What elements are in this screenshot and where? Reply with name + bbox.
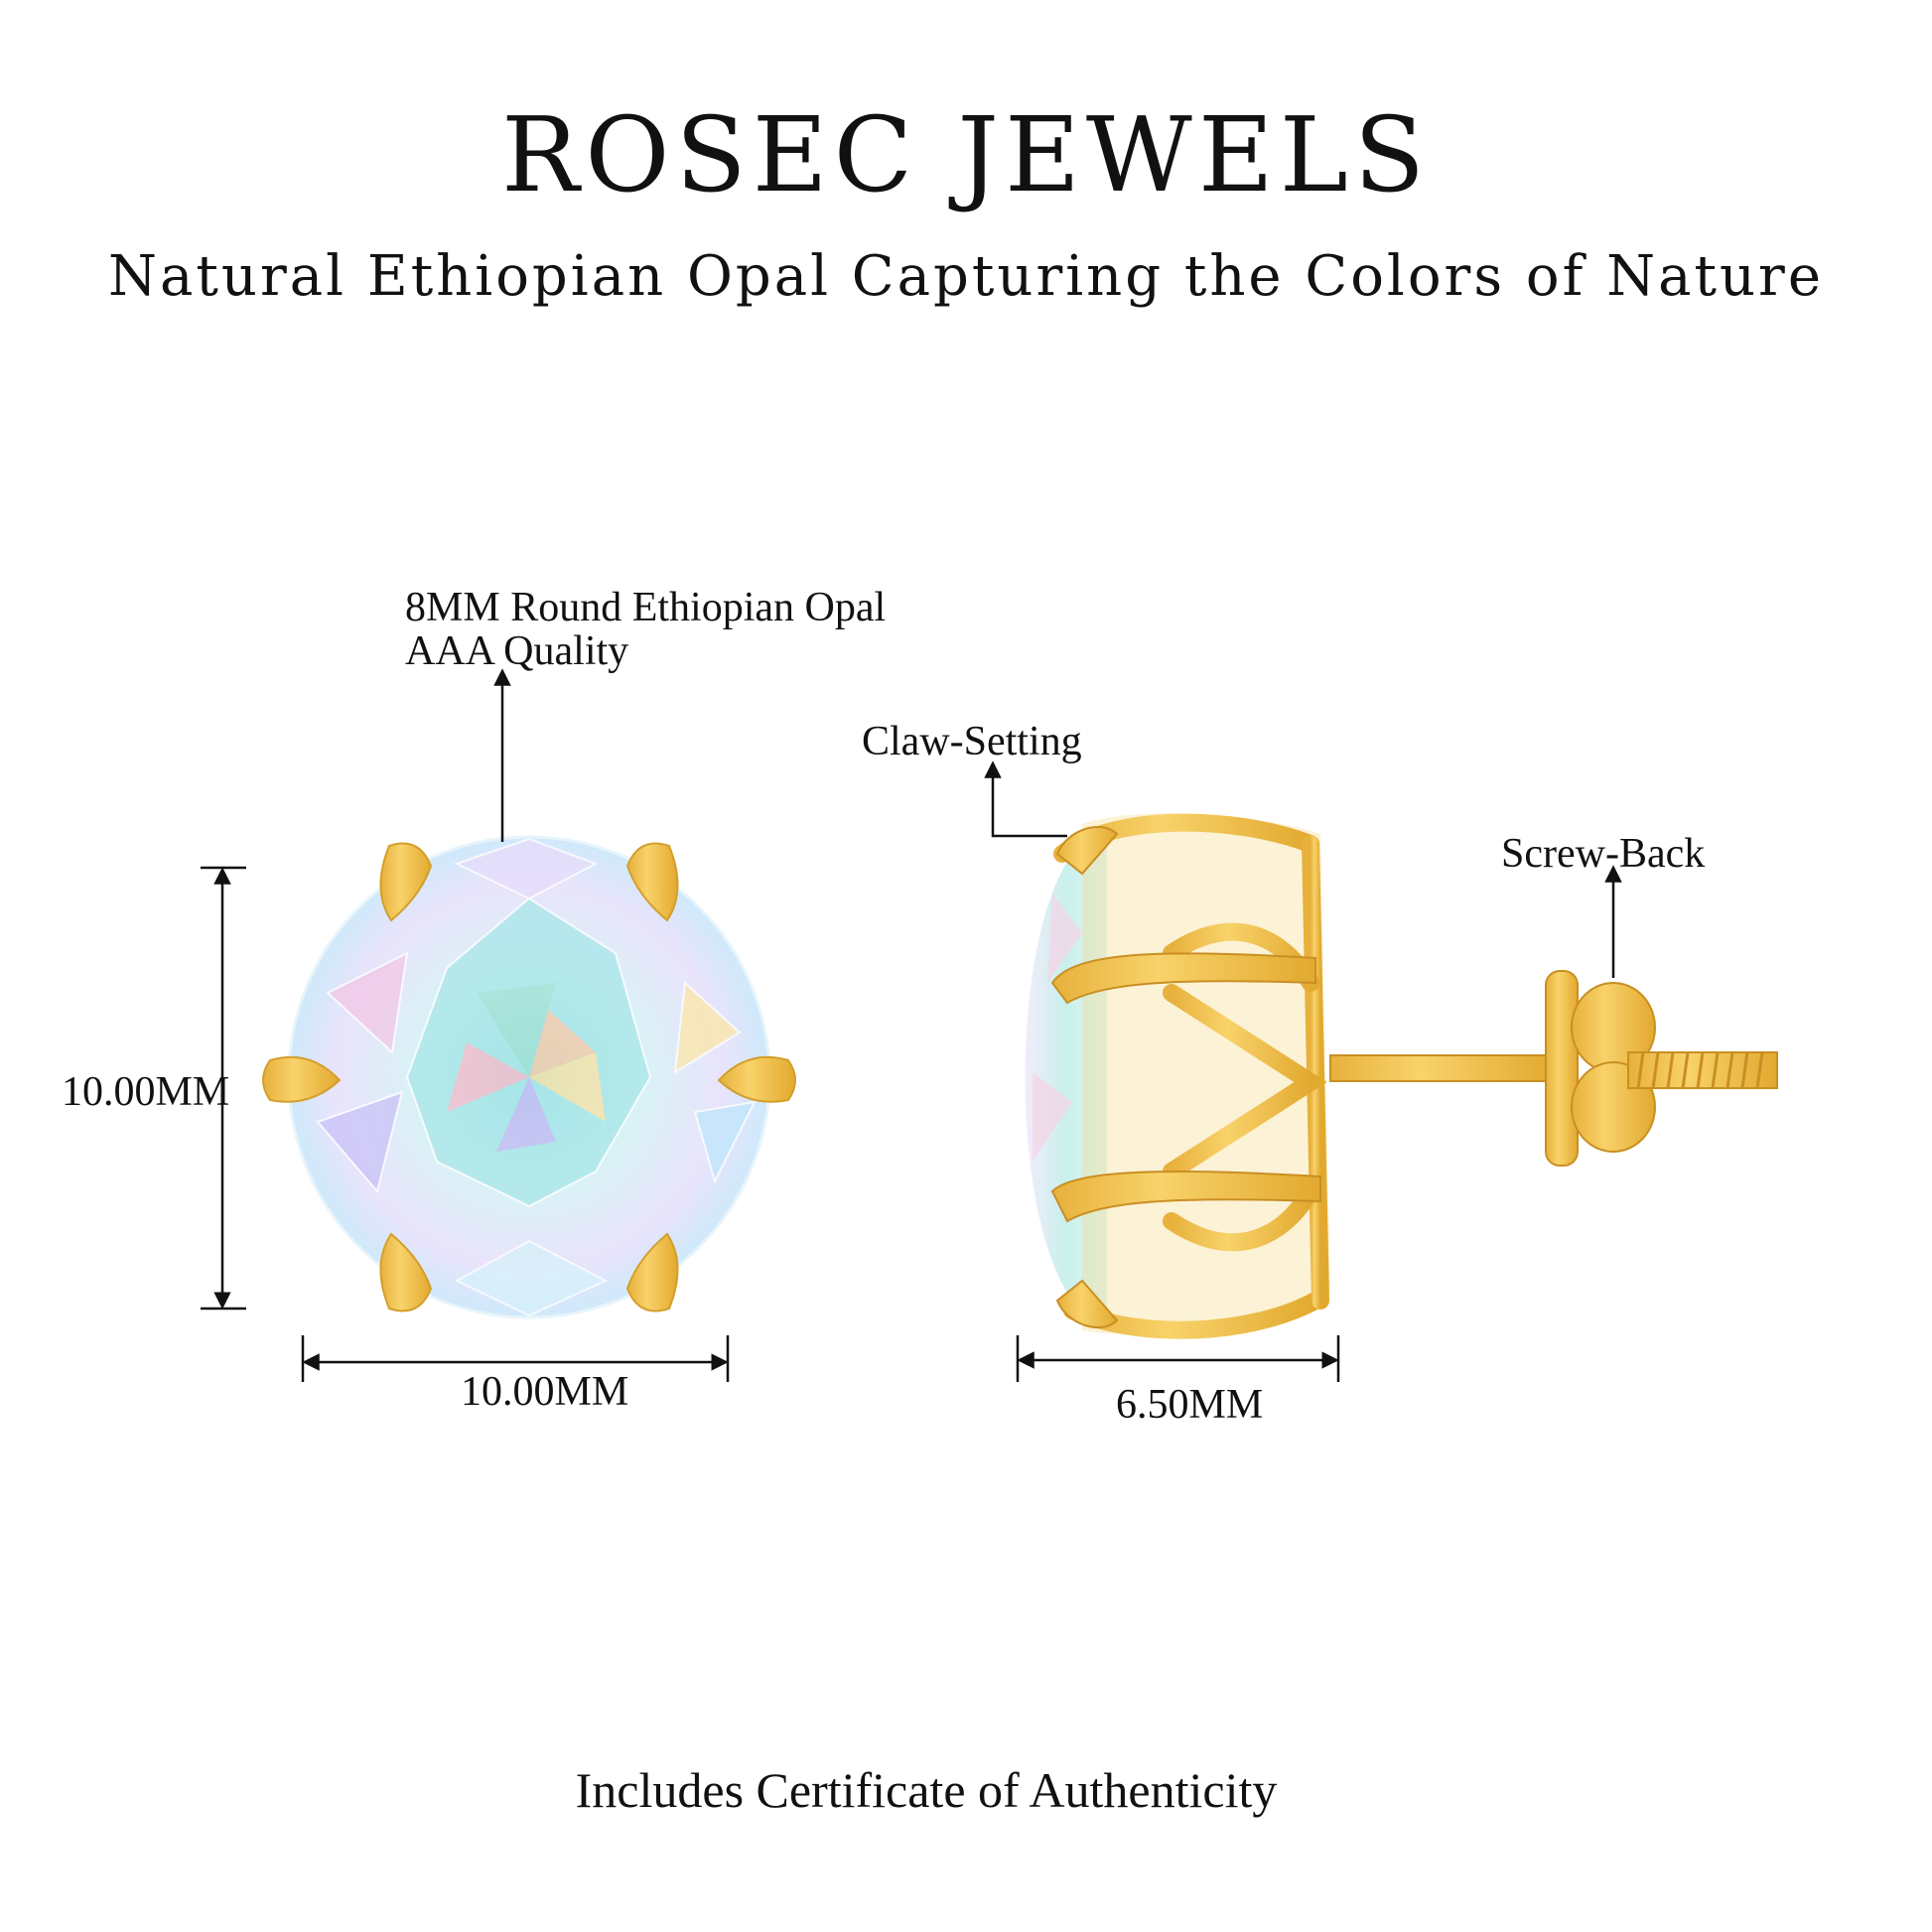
stone-label-line2: AAA Quality — [405, 628, 629, 674]
claw-setting-label: Claw-Setting — [862, 719, 1082, 764]
side-view-earring — [1025, 813, 1778, 1339]
opal-facets — [316, 837, 757, 1317]
thread-lines — [1636, 1051, 1764, 1089]
claw-leader-line — [984, 760, 1067, 838]
screw-back-label: Screw-Back — [1501, 831, 1706, 877]
certificate-note: Includes Certificate of Authenticity — [575, 1762, 1278, 1818]
width-dimension — [301, 1335, 730, 1382]
earring-post — [1329, 1054, 1555, 1082]
height-dimension — [201, 866, 246, 1311]
width-dimension-label: 10.00MM — [461, 1369, 629, 1415]
tagline: Natural Ethiopian Opal Capturing the Col… — [108, 244, 1824, 309]
stone-label-line1: 8MM Round Ethiopian Opal — [405, 585, 887, 630]
depth-dimension — [1016, 1335, 1340, 1382]
side-claws — [1050, 825, 1321, 1329]
prongs — [262, 842, 796, 1312]
depth-dimension-label: 6.50MM — [1116, 1382, 1264, 1428]
front-view-earring — [262, 835, 796, 1319]
brand-title: ROSEC JEWELS — [500, 94, 1432, 215]
screw-back-disc — [1545, 970, 1579, 1167]
height-dimension-label: 10.00MM — [62, 1069, 230, 1115]
